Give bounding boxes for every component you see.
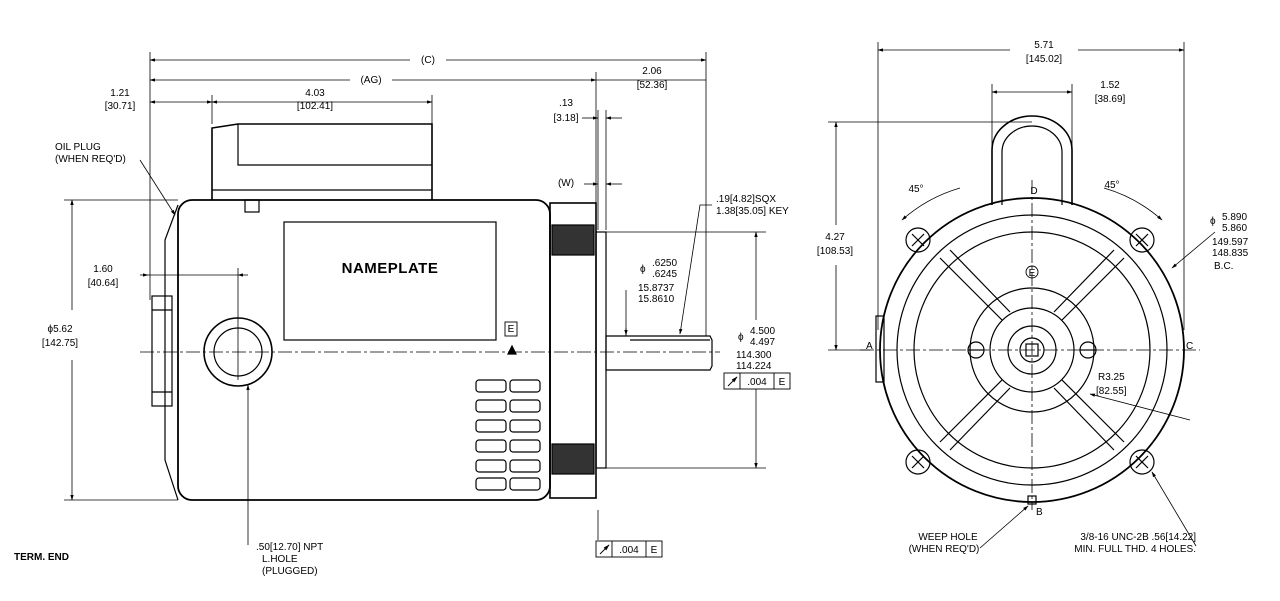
vent-slots: [475, 379, 541, 491]
dim-152-mm: [38.69]: [1095, 94, 1126, 105]
end-bell-left: [164, 204, 179, 501]
runout-frame-2: [595, 540, 663, 558]
dim-206-mm: [52.36]: [637, 80, 668, 91]
bc-max: 5.890: [1222, 212, 1247, 223]
runout-tol-1: .004: [747, 377, 767, 388]
shaft-dia-max-mm: 15.8737: [638, 283, 675, 294]
npt-size: .50[12.70] NPT: [256, 542, 323, 553]
oil-plug-note: (WHEN REQ'D): [55, 154, 126, 165]
datum-e-box: [504, 321, 518, 337]
point-c: C: [1186, 341, 1193, 352]
point-e: E: [1029, 268, 1036, 279]
svg-text:ϕ5.62: ϕ5.62: [47, 324, 73, 335]
pilot-dia-min: 4.497: [750, 337, 775, 348]
runout-tol-2: .004: [619, 545, 639, 556]
weep-hole-label: WEEP HOLE: [918, 532, 978, 543]
pilot-dia-min-mm: 114.224: [736, 361, 772, 372]
side-labels: (C) (AG) 1.21 [30.71] 4.03 [102.41] 2.06…: [14, 55, 789, 577]
key-size: .19[4.82]SQX: [716, 194, 776, 205]
side-dimensions: [64, 52, 766, 545]
dim-427: 4.27: [825, 232, 845, 243]
shaft-dia-max: .6250: [652, 258, 677, 269]
svg-text:ϕ: ϕ: [738, 332, 744, 343]
tapped-holes-note: MIN. FULL THD. 4 HOLES.: [1074, 544, 1196, 555]
motor-body: [177, 199, 551, 501]
end-labels: 5.71 [145.02] 1.52 [38.69] 4.27 [108.53]…: [817, 40, 1249, 555]
end-dimensions: [828, 42, 1216, 549]
shaft-dia-min-mm: 15.8610: [638, 294, 675, 305]
dim-427-mm: [108.53]: [817, 246, 853, 257]
term-cap: [151, 295, 173, 407]
side-plug: [875, 315, 885, 383]
radius: R3.25: [1098, 372, 1125, 383]
npt-hole: L.HOLE: [262, 554, 298, 565]
point-d: D: [1030, 186, 1037, 197]
dim-403: 4.03: [305, 88, 325, 99]
runout-datum-2: E: [651, 545, 658, 556]
runout-frame-1: [723, 372, 791, 390]
mounting-holes: [905, 227, 1155, 475]
dim-13: .13: [559, 98, 573, 109]
point-b: B: [1036, 507, 1043, 518]
dim-c: (C): [421, 55, 435, 66]
dim-w: (W): [558, 178, 574, 189]
runout-datum-1: E: [779, 377, 786, 388]
radius-mm: [82.55]: [1096, 386, 1127, 397]
pilot-dia-max: 4.500: [750, 326, 775, 337]
dim-ag: (AG): [360, 75, 381, 86]
nameplate-box: [283, 221, 497, 341]
end-view: [860, 115, 1200, 510]
dim-152: 1.52: [1100, 80, 1120, 91]
dia-562-mm: [142.75]: [42, 338, 78, 349]
bc-max-mm: 149.597: [1212, 237, 1249, 248]
dim-13-mm: [3.18]: [553, 113, 578, 124]
lifting-handle: [211, 123, 433, 200]
key-length: 1.38[35.05] KEY: [716, 206, 789, 217]
side-view: [140, 123, 720, 501]
dim-121: 1.21: [110, 88, 130, 99]
datum-e: E: [508, 324, 515, 335]
dim-206: 2.06: [642, 66, 662, 77]
fcf-frames: [504, 321, 791, 558]
handle-loop: [991, 115, 1073, 205]
shaft: [605, 335, 713, 371]
bc-min-mm: 148.835: [1212, 248, 1249, 259]
dim-121-mm: [30.71]: [105, 101, 136, 112]
nameplate-text: NAMEPLATE: [342, 260, 439, 277]
angle-left: 45°: [908, 184, 923, 195]
term-end-label: TERM. END: [14, 552, 69, 563]
tapped-holes-spec: 3/8-16 UNC-2B .56[14.22]: [1080, 532, 1196, 543]
dia-562: 5.62: [53, 324, 73, 335]
dim-403-mm: [102.41]: [297, 101, 333, 112]
npt-plugged: (PLUGGED): [262, 566, 318, 577]
dim-160-mm: [40.64]: [88, 278, 119, 289]
oil-plug-label: OIL PLUG: [55, 142, 101, 153]
dim-571: 5.71: [1034, 40, 1054, 51]
point-a: A: [866, 341, 873, 352]
svg-text:ϕ: ϕ: [640, 264, 646, 275]
bc-label: B.C.: [1214, 261, 1233, 272]
shaft-dia-min: .6245: [652, 269, 677, 280]
angle-right: 45°: [1104, 180, 1119, 191]
svg-text:ϕ: ϕ: [1210, 216, 1216, 227]
weep-hole-note: (WHEN REQ'D): [909, 544, 980, 555]
bc-min: 5.860: [1222, 223, 1247, 234]
dim-160: 1.60: [93, 264, 113, 275]
pilot-dia-max-mm: 114.300: [736, 350, 772, 361]
dim-571-mm: [145.02]: [1026, 54, 1062, 65]
